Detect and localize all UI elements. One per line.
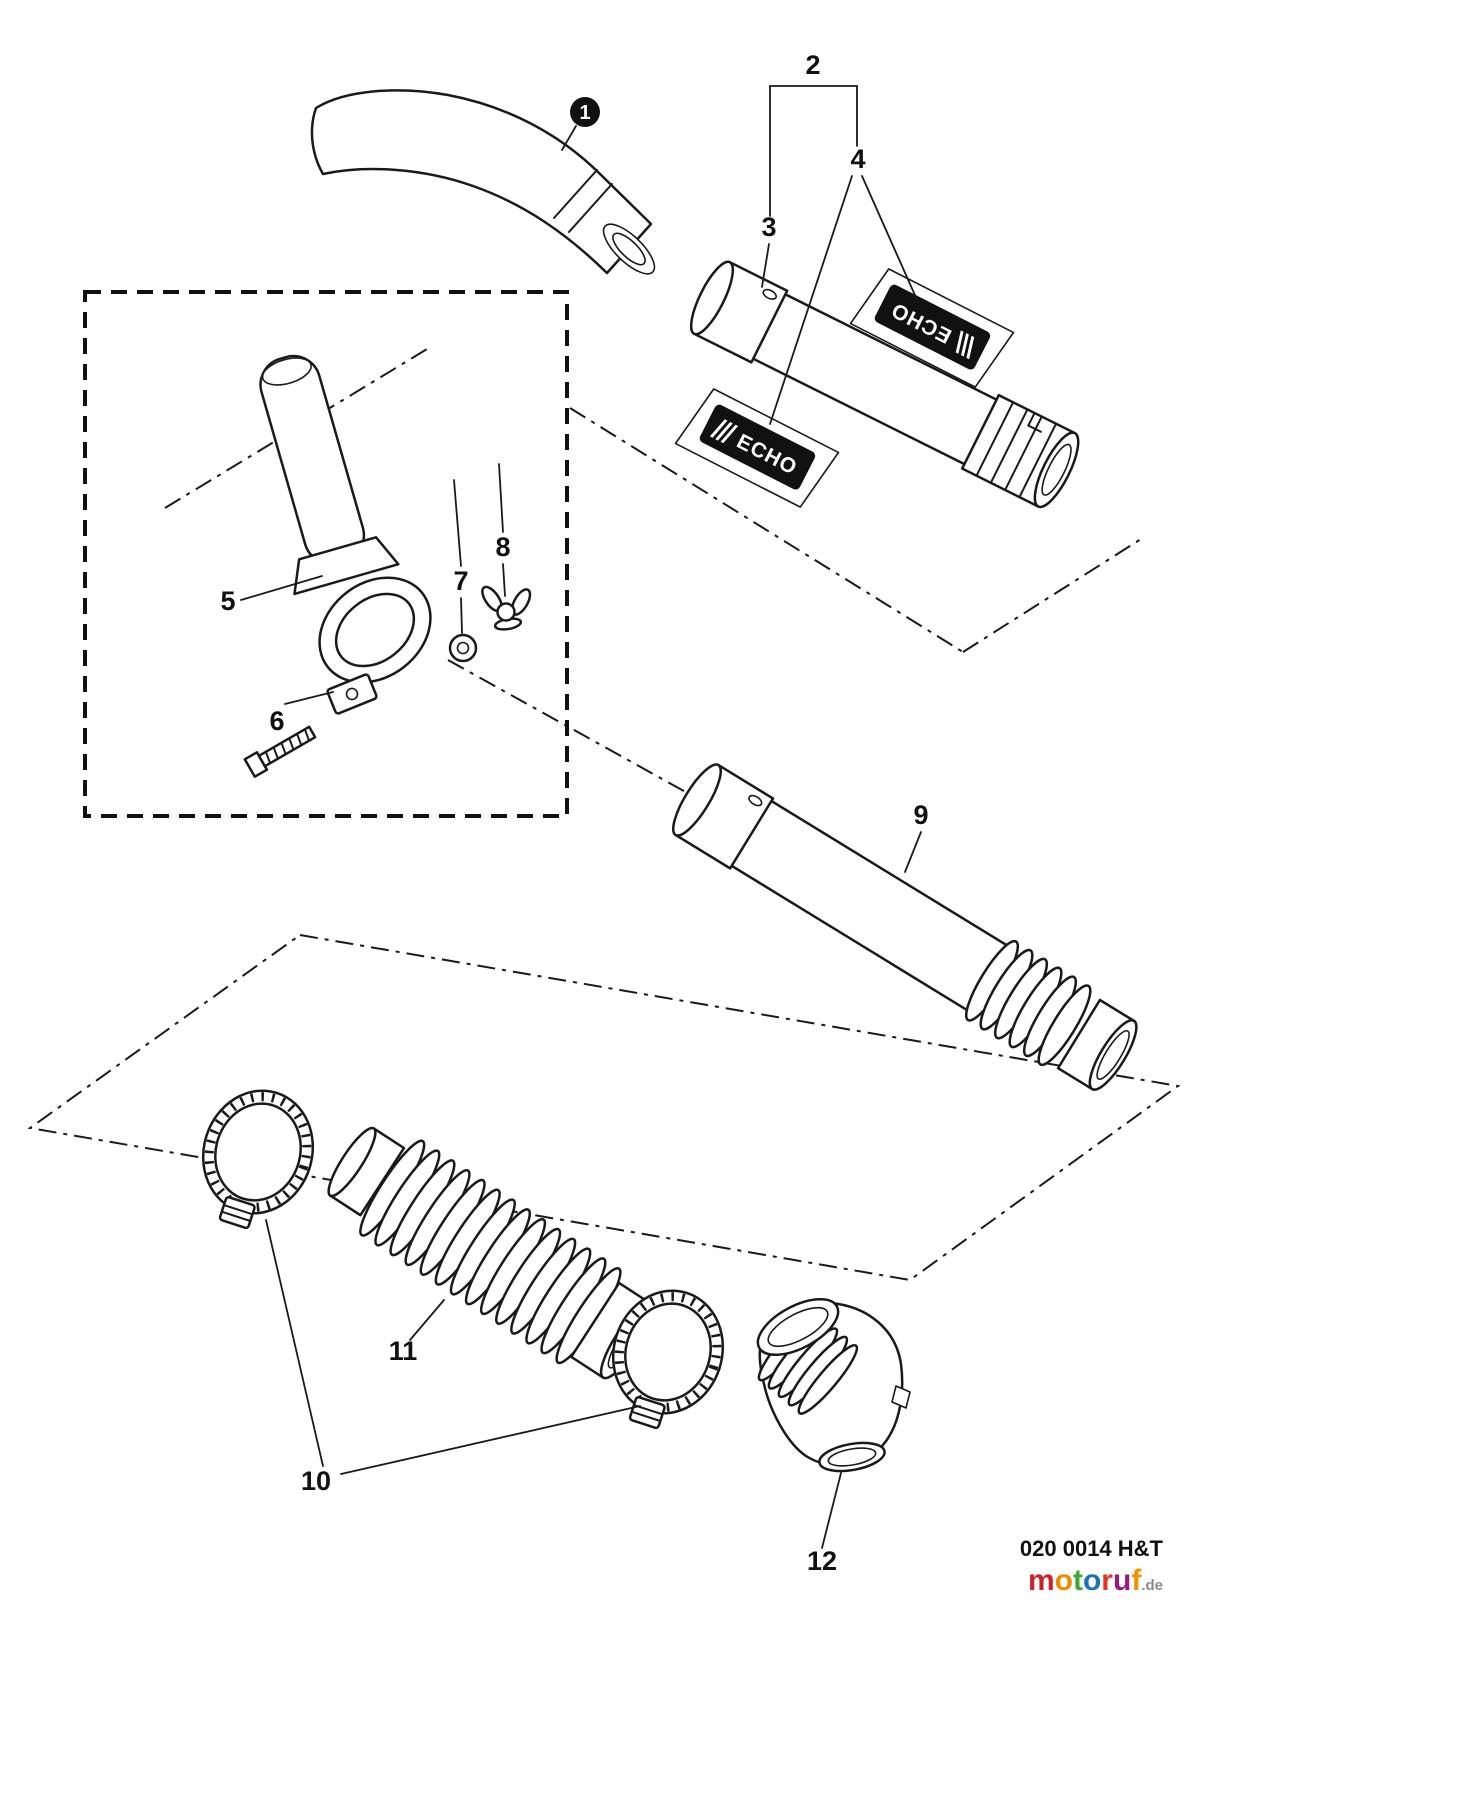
- hose-clamp-slots: [204, 1092, 312, 1212]
- projection-line-upper-tube-right: [962, 538, 1142, 653]
- leader-4-right-decal: [861, 175, 919, 303]
- part-5-handle-grip: [259, 354, 400, 596]
- watermark-letter: o: [1055, 1564, 1073, 1597]
- callout-3: 3: [761, 212, 776, 242]
- nozzle-end-opening: [612, 232, 646, 266]
- part-10-hose-clamp-a: [201, 1089, 315, 1230]
- part-5-tube-clamp: [318, 576, 432, 715]
- elbow-outlet-opening: [827, 1447, 877, 1467]
- callout-9: 9: [913, 800, 928, 830]
- leader-1: [561, 125, 577, 151]
- leader-9: [904, 831, 922, 873]
- echo-stripes-icon: [955, 330, 975, 360]
- callout-1: 1: [579, 102, 590, 124]
- watermark-logo: motoruf.de: [1028, 1564, 1163, 1597]
- hose-clamp-slots: [614, 1292, 722, 1412]
- projection-line-clamp-to-tube: [447, 659, 701, 801]
- watermark-letter: m: [1028, 1564, 1055, 1597]
- part-3-blower-tube-upper: [689, 260, 1080, 509]
- washer-hole: [456, 641, 470, 655]
- footer-part-code: 020 0014 H&T: [1020, 1536, 1164, 1561]
- part-12-elbow-connector: [756, 1297, 911, 1473]
- connector-rib: [975, 401, 1015, 477]
- leader-lines: [240, 85, 922, 1549]
- callout-labels: 1 2 3 4 5 6 7 8 9 10 11 12: [220, 50, 928, 1576]
- part-1-blower-nozzle-tube: [310, 89, 656, 275]
- part-6-bolt: [243, 725, 317, 778]
- watermark-letter: o: [1083, 1564, 1101, 1597]
- assembly-plane-outline: [27, 933, 1181, 1282]
- echo-decal-right: ECHO: [849, 268, 1015, 388]
- echo-stripes-icon: [709, 419, 739, 444]
- watermark-letter: r: [1101, 1564, 1113, 1597]
- watermark-letter: f: [1131, 1564, 1142, 1597]
- tube-pin-hole: [748, 794, 763, 807]
- tube-end-opening: [1041, 443, 1072, 496]
- callout-6: 6: [269, 706, 284, 736]
- leader-10-b: [340, 1405, 641, 1475]
- clamp-lug: [326, 673, 378, 715]
- leader-4-left-decal: [769, 175, 853, 425]
- footer: 020 0014 H&T motoruf.de: [1020, 1536, 1164, 1597]
- part-8-wing-nut: [481, 585, 532, 631]
- bracket-2: [769, 85, 858, 217]
- callout-7: 7: [453, 566, 468, 596]
- echo-decal-left: ECHO: [674, 388, 840, 508]
- watermark-letter: u: [1113, 1564, 1131, 1597]
- tube-left-rim: [672, 763, 722, 837]
- handle-kit-boundary-box: [83, 290, 569, 818]
- callout-10: 10: [301, 1466, 331, 1496]
- leader-7-down: [460, 597, 463, 634]
- part-7-washer: [448, 633, 478, 663]
- leader-12: [821, 1472, 842, 1549]
- clamp-bolt-hole: [345, 687, 359, 701]
- wing-nut-hub: [496, 602, 516, 622]
- part-9-blower-tube-lower: [672, 763, 1138, 1091]
- connector-rib: [989, 408, 1029, 484]
- grip-flange: [293, 536, 400, 596]
- hose-clamp-inner: [624, 1302, 712, 1402]
- elbow-mouth-opening: [767, 1306, 829, 1348]
- leader-5: [240, 575, 323, 601]
- callout-8: 8: [495, 532, 510, 562]
- leader-11: [409, 1299, 445, 1341]
- leader-10-a: [265, 1219, 324, 1467]
- tube-end-opening: [1096, 1029, 1130, 1080]
- decal-plate: [874, 284, 991, 370]
- part-10-hose-clamp-b: [611, 1289, 725, 1430]
- nozzle-rib-line: [568, 183, 613, 233]
- callout-11: 11: [389, 1336, 418, 1366]
- connector-rib: [1018, 422, 1058, 499]
- leader-8-up: [498, 463, 504, 533]
- elbow-clip-tab: [891, 1385, 911, 1409]
- callout-1-badge: 1: [570, 97, 600, 127]
- callout-12: 12: [807, 1546, 837, 1576]
- bolt-shank: [257, 725, 317, 768]
- clamp-band-inner: [334, 592, 416, 668]
- leader-7-up: [453, 479, 462, 567]
- tube-pin-hole: [762, 288, 778, 300]
- callout-5: 5: [220, 586, 235, 616]
- leader-3: [761, 243, 770, 288]
- grip-end-cap: [261, 357, 312, 386]
- tube-left-rim: [689, 260, 735, 336]
- bayonet-slot: [1026, 412, 1042, 433]
- leader-6: [284, 691, 334, 705]
- leader-8-down: [502, 563, 506, 597]
- watermark-letter: t: [1073, 1564, 1083, 1597]
- watermark-tld: .de: [1141, 1577, 1163, 1594]
- hose-clamp-inner: [214, 1102, 302, 1202]
- callout-2: 2: [805, 50, 820, 80]
- tube-rib: [1037, 984, 1092, 1067]
- callout-4: 4: [850, 144, 865, 174]
- nozzle-rib-line: [553, 169, 598, 219]
- flex-tube-left-rim: [327, 1126, 377, 1198]
- projection-line-upper-tube-left: [569, 407, 964, 653]
